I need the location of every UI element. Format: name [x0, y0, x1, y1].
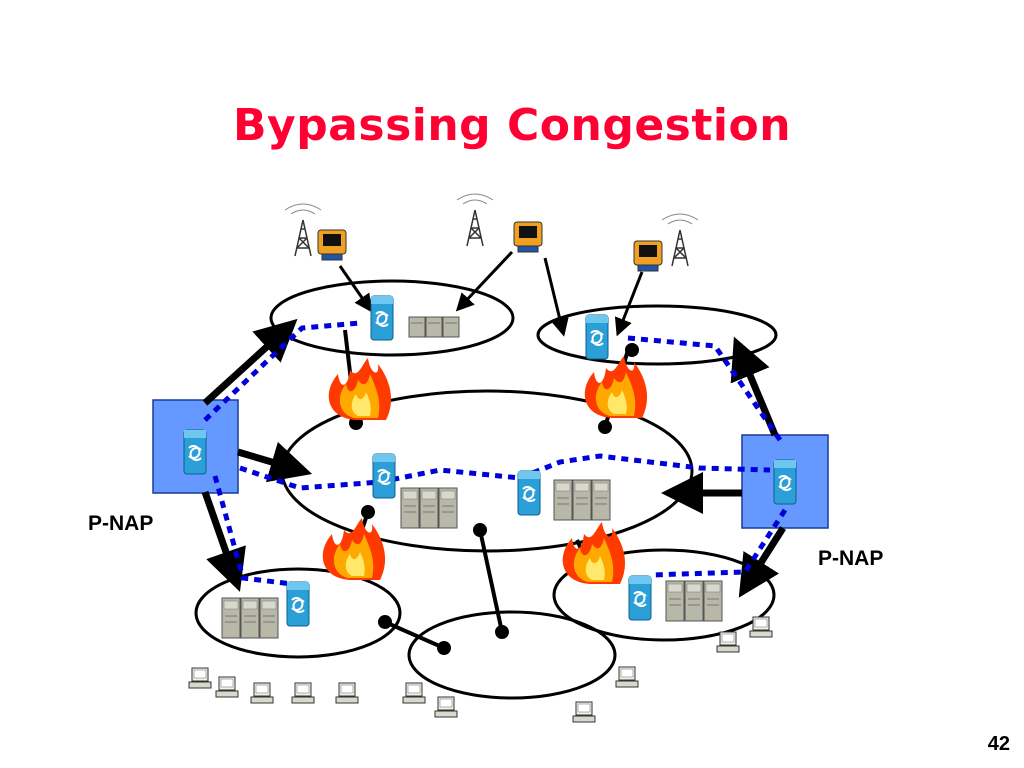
link-pnapL-core [237, 441, 313, 483]
server-rack-icon [554, 480, 610, 520]
server-rack-icon [401, 488, 457, 528]
bypass-paths [203, 320, 788, 588]
subnet-top-right [536, 304, 778, 366]
phone-icon [317, 229, 347, 261]
workstation-icon [250, 682, 274, 704]
workstation-icon [716, 631, 740, 653]
router-icon [370, 295, 394, 341]
pnap-right-label: P-NAP [818, 547, 884, 570]
router-icon [286, 581, 310, 627]
radio-tower-icon [456, 193, 494, 247]
link-phone1 [338, 265, 373, 313]
server-rack-icon [408, 316, 460, 338]
workstation-icon [749, 616, 773, 638]
radio-tower-icon [284, 203, 322, 257]
page-number: 42 [987, 733, 1010, 755]
workstation-icon [402, 682, 426, 704]
server-rack-icon [666, 581, 722, 621]
workstation-icon [615, 666, 639, 688]
phone-icon [633, 240, 663, 272]
slide-title: Bypassing Congestion [232, 100, 792, 151]
congestion-fire-icon [328, 358, 392, 420]
workstation-icon [335, 682, 359, 704]
router-icon [585, 314, 609, 360]
subnet-top-left [269, 279, 515, 357]
link-pnapL-bottomleft [201, 490, 246, 592]
link-pnapR-bottomright [738, 526, 786, 598]
workstation-icon [291, 682, 315, 704]
congestion-fire-icon [584, 356, 648, 418]
router-icon [628, 575, 652, 621]
workstation-icon [215, 676, 239, 698]
router-icon [372, 453, 396, 499]
subnet-bottom-center [407, 610, 617, 700]
router-icon [183, 429, 207, 475]
pnap-left-label: P-NAP [88, 512, 154, 535]
link-pnapL-topleft [202, 318, 298, 406]
radio-tower-icon [661, 213, 699, 267]
workstation-icon [572, 701, 596, 723]
phone-icon [513, 221, 543, 253]
router-icon [773, 459, 797, 505]
router-icon [517, 470, 541, 516]
link-phone2b [543, 257, 569, 337]
congestion-fire-icon [562, 522, 626, 584]
link-pnapR-topright [730, 336, 779, 437]
link-phone3 [614, 271, 644, 337]
link-phone2a [455, 250, 514, 312]
workstation-icon [434, 696, 458, 718]
subnet-bottom-left [194, 567, 402, 659]
congestion-fire-icon [322, 518, 386, 580]
server-rack-icon [222, 598, 278, 638]
workstation-icon [188, 667, 212, 689]
